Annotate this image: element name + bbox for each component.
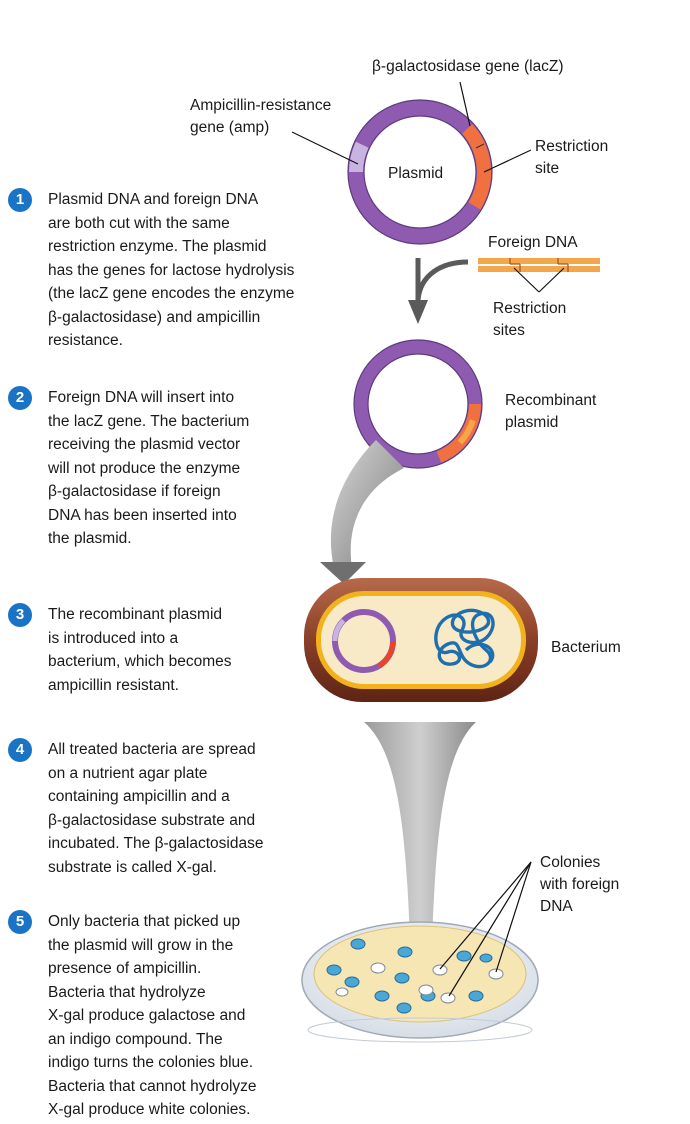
white-colony [440,992,456,1004]
lacz-leader-line [459,81,471,127]
amp-gene-segment [349,141,369,173]
step-number-badge: 3 [8,603,32,627]
colony-leader-line [448,861,532,997]
white-colony [418,984,434,996]
step-number-badge: 4 [8,738,32,762]
recombinant-plasmid [353,339,483,469]
colony-leader-line [439,861,532,970]
restriction-sites-label: Restriction sites [493,300,567,339]
step-number-badge: 5 [8,910,32,934]
restriction-site-label: Restriction site [535,138,609,177]
step-text: All treated bacteria are spread on a nut… [48,741,264,876]
lacz-gene-label: β-galactosidase gene (lacZ) [372,58,564,75]
inserted-foreign-dna [457,419,476,445]
step-text: Foreign DNA will insert into the lacZ ge… [48,389,250,547]
blue-colony [468,990,484,1002]
white-colony [370,962,386,974]
bacterial-chromosome [434,608,495,669]
colonies-label: Colonies with foreign DNA [540,854,620,915]
amp-gene-label: Ampicillin-resistance gene (amp) [190,97,332,136]
restriction-sites-leader-line [538,267,565,293]
blue-colony [326,964,342,976]
white-colony [335,987,349,997]
blue-colony [396,1002,412,1014]
white-colony [488,968,504,980]
bacterium [304,578,538,702]
foreign-dna [478,258,600,272]
insertion-arrow [408,258,469,324]
colony-leader-line [495,861,532,973]
plasmid-label: Plasmid [388,165,444,182]
lacz-gene-segment [461,124,492,210]
blue-colony [344,976,360,988]
blue-colony [374,990,390,1002]
white-colonies [335,962,504,1004]
step-text: The recombinant plasmid is introduced in… [48,606,232,694]
blue-colony [394,972,410,984]
blue-colony [479,953,493,963]
restriction-site-leader-line [483,149,532,173]
petri-dish [301,861,539,1043]
white-colony [432,964,448,976]
transformation-arrow [320,440,404,584]
step-text: Plasmid DNA and foreign DNA are both cut… [48,191,295,349]
cytoplasm [321,596,521,684]
step-text: Only bacteria that picked up the plasmid… [48,913,257,1118]
blue-colony [397,946,413,958]
foreign-dna-label: Foreign DNA [488,234,578,251]
restriction-sites-leader-line [513,267,540,293]
recombinant-plasmid-label: Recombinant plasmid [505,392,597,431]
step-number-badge: 2 [8,386,32,410]
step-number-badge: 1 [8,188,32,212]
amp-leader-line [291,131,359,165]
blue-colony [350,938,366,950]
bacterium-label: Bacterium [551,639,621,656]
blue-colony [456,950,472,962]
